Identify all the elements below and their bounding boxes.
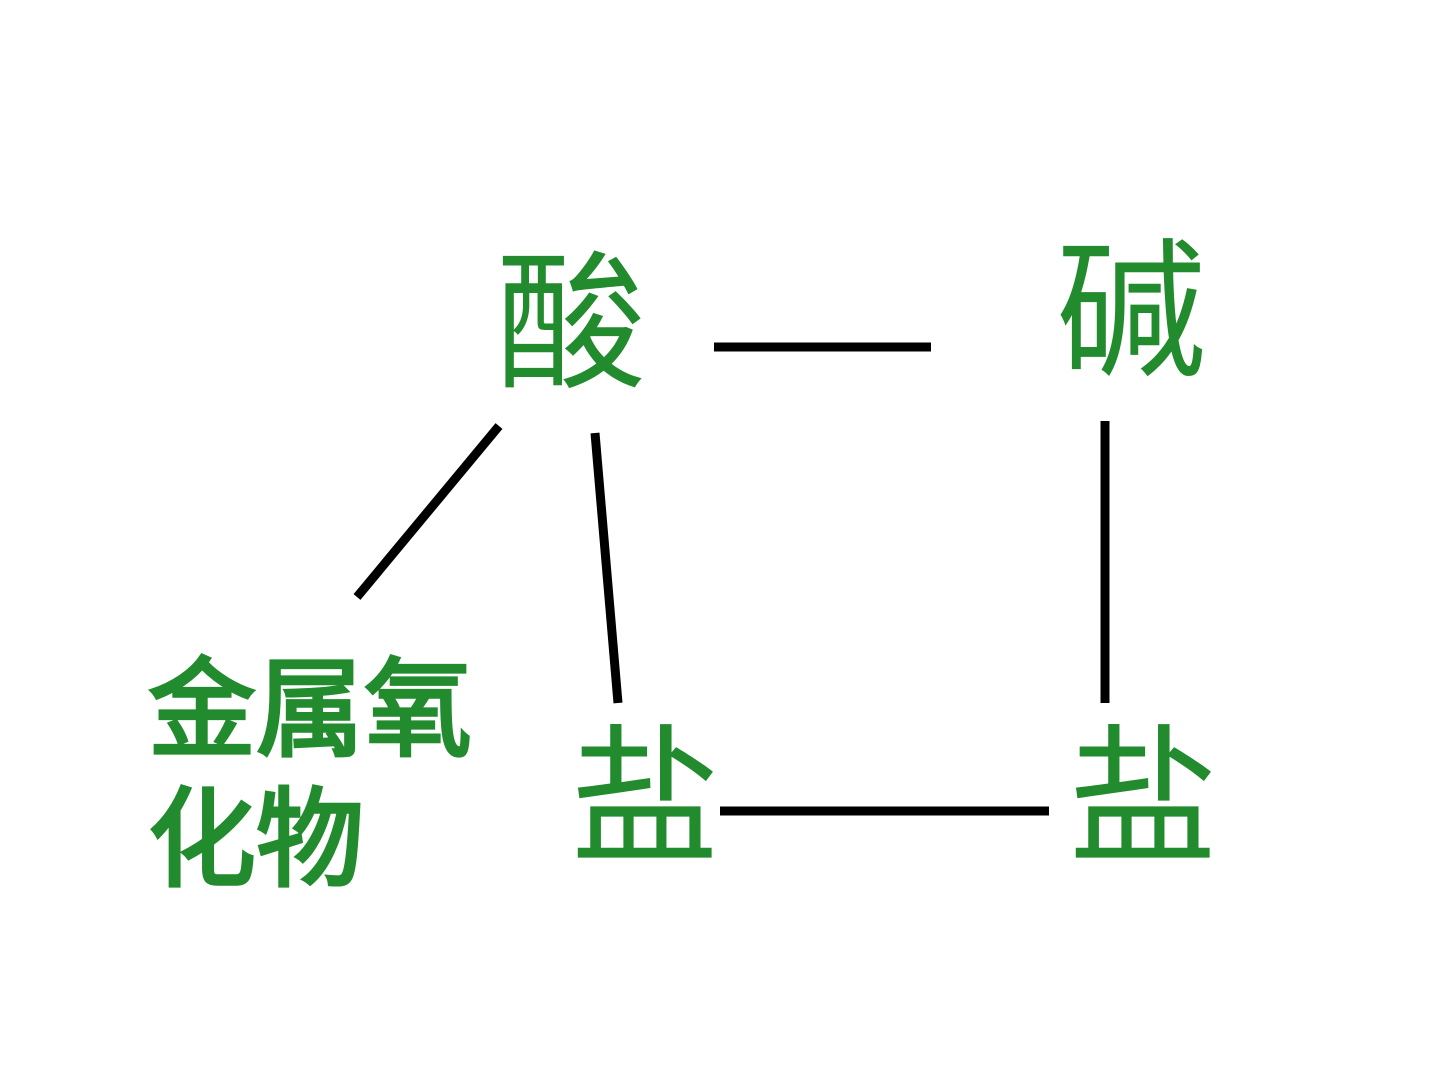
node-metal-oxide: 金属氧 化物: [148, 646, 472, 906]
node-salt-left: 盐: [570, 712, 721, 886]
node-metal-oxide-line2: 化物: [148, 778, 365, 903]
edge-acid-metal-oxide: [353, 423, 503, 600]
node-base: 碱: [1056, 226, 1207, 400]
node-salt-right: 盐: [1068, 712, 1219, 886]
edge-acid-salt-left: [590, 432, 623, 704]
node-acid: 酸: [496, 238, 647, 412]
node-metal-oxide-line1: 金属氧: [148, 648, 473, 773]
